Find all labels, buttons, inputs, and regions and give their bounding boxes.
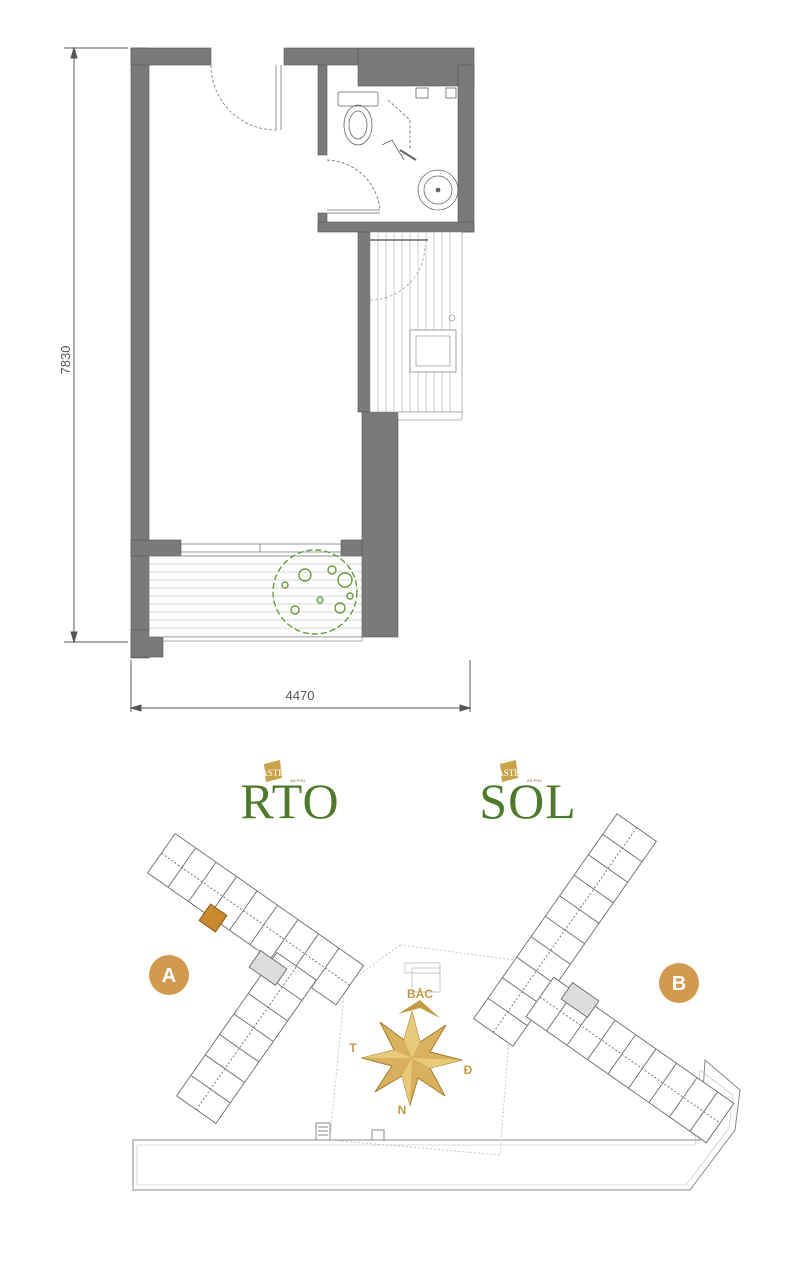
svg-text:AN PHU: AN PHU <box>290 778 305 783</box>
counter-stripes <box>377 232 451 412</box>
stove-icon <box>409 329 457 373</box>
width-dimension-label: 4470 <box>286 688 315 703</box>
svg-text:MASTERI: MASTERI <box>253 768 293 778</box>
sink-icon <box>417 169 459 211</box>
building-b <box>472 813 735 1144</box>
building-a <box>146 832 365 1125</box>
sol-title: SOL <box>479 773 576 829</box>
core-b <box>560 981 600 1019</box>
marker-b: B <box>659 963 699 1003</box>
site-plan: MASTERI AN PHU RTO MASTERI AN PHU SOL <box>132 760 741 1191</box>
sol-logo: MASTERI AN PHU SOL <box>479 760 576 829</box>
rto-title: RTO <box>240 773 339 829</box>
height-dimension-label: 7830 <box>58 346 73 375</box>
highlighted-unit <box>198 903 228 933</box>
balcony-deck <box>148 549 363 642</box>
height-dimension <box>64 46 128 644</box>
walls <box>130 47 475 659</box>
balcony-window <box>181 543 341 553</box>
toilet-icon <box>343 104 373 146</box>
compass-rose: BẮC T Đ N <box>349 986 472 1117</box>
marker-a: A <box>149 955 189 995</box>
svg-text:AN PHU: AN PHU <box>527 778 542 783</box>
svg-text:A: A <box>162 965 176 987</box>
svg-text:MASTERI: MASTERI <box>489 768 529 778</box>
plant-icon <box>272 549 358 635</box>
bathroom <box>326 87 459 214</box>
rto-logo: MASTERI AN PHU RTO <box>240 760 339 829</box>
leaf-icon <box>500 760 518 782</box>
floor-plan: 7830 4470 <box>58 46 475 712</box>
svg-text:BẮC: BẮC <box>407 986 433 1001</box>
leaf-icon <box>264 760 282 782</box>
svg-text:T: T <box>349 1041 357 1055</box>
width-dimension <box>129 660 472 712</box>
core-a <box>248 949 288 987</box>
svg-text:B: B <box>672 973 686 995</box>
svg-text:Đ: Đ <box>464 1063 473 1077</box>
svg-text:N: N <box>398 1103 407 1117</box>
kitchen-counter <box>369 231 463 421</box>
entry-door <box>210 64 282 131</box>
